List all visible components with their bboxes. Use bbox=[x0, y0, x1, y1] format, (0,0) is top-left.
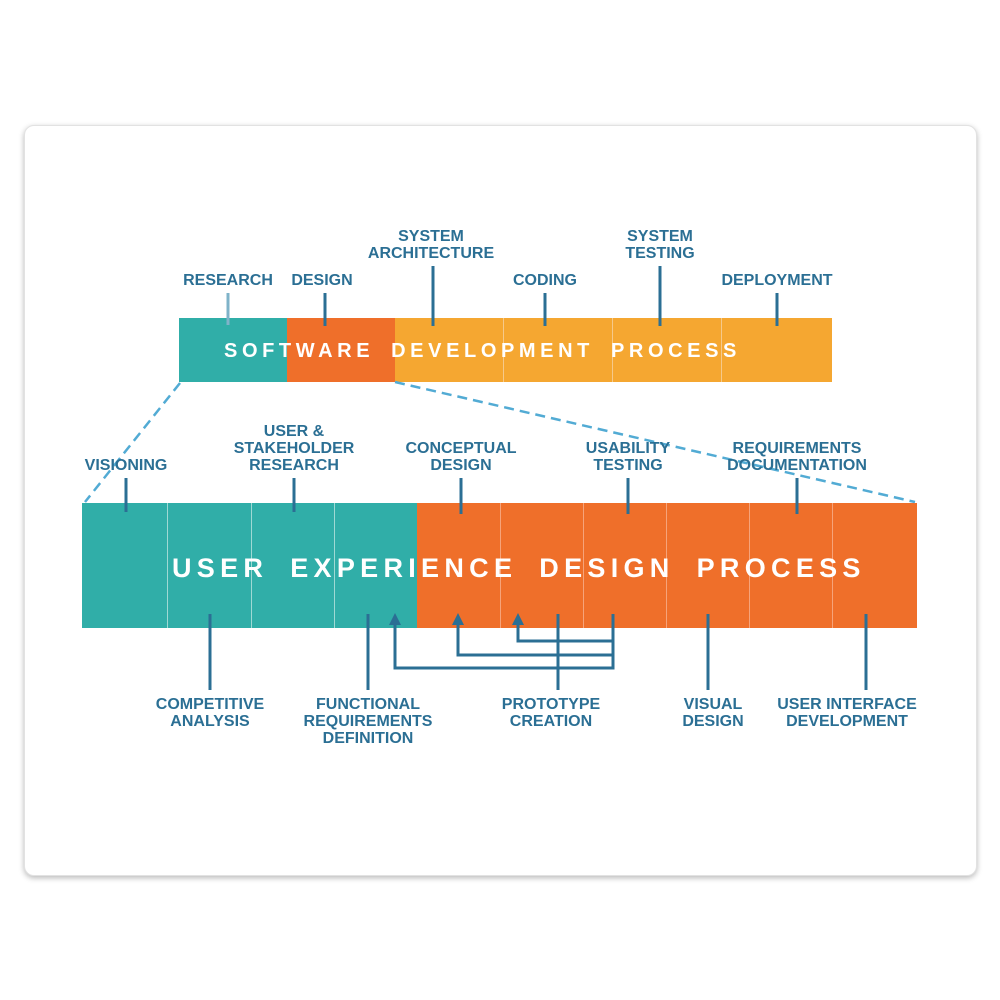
top-segment-deployment bbox=[722, 318, 832, 382]
loop-to-prototype bbox=[516, 625, 613, 643]
zoom-dash-left bbox=[84, 382, 181, 503]
ux-divider bbox=[666, 503, 667, 628]
ux-divider bbox=[334, 503, 335, 628]
label-coding: CODING bbox=[513, 272, 577, 289]
ux-segment-ui-development bbox=[833, 503, 917, 628]
top-divider bbox=[612, 318, 613, 382]
zoom-dash-right bbox=[394, 380, 916, 504]
ux-segment-competitive-analysis bbox=[168, 503, 251, 628]
label-design: DESIGN bbox=[291, 272, 353, 289]
label-user-stakeholder-research: USER & STAKEHOLDER RESEARCH bbox=[233, 423, 355, 474]
label-functional-requirements: FUNCTIONAL REQUIREMENTS DEFINITION bbox=[303, 696, 433, 747]
top-divider bbox=[721, 318, 722, 382]
top-segment-research bbox=[179, 318, 287, 382]
label-visual-design: VISUAL DESIGN bbox=[682, 696, 744, 730]
label-requirements-documentation: REQUIREMENTS DOCUMENTATION bbox=[727, 440, 867, 474]
ux-divider bbox=[500, 503, 501, 628]
label-research: RESEARCH bbox=[183, 272, 273, 289]
ux-divider bbox=[749, 503, 750, 628]
ux-segment-functional-requirements bbox=[335, 503, 417, 628]
ux-segment-prototype-creation bbox=[501, 503, 583, 628]
label-system-testing: SYSTEM TESTING bbox=[625, 228, 695, 262]
ux-segment-usability-testing bbox=[584, 503, 666, 628]
arrow-up-icon bbox=[512, 613, 524, 625]
top-segment-coding bbox=[504, 318, 612, 382]
ux-segment-visual-design bbox=[667, 503, 749, 628]
top-divider bbox=[503, 318, 504, 382]
top-segment-system-testing bbox=[613, 318, 721, 382]
loop-to-conceptual-design bbox=[456, 625, 613, 657]
ux-divider bbox=[251, 503, 252, 628]
ux-segment-visioning bbox=[82, 503, 167, 628]
label-prototype-creation: PROTOTYPE CREATION bbox=[501, 696, 601, 730]
label-usability-testing: USABILITY TESTING bbox=[585, 440, 671, 474]
label-deployment: DEPLOYMENT bbox=[721, 272, 833, 289]
label-competitive-analysis: COMPETITIVE ANALYSIS bbox=[155, 696, 265, 730]
ux-divider bbox=[583, 503, 584, 628]
label-ui-development: USER INTERFACE DEVELOPMENT bbox=[777, 696, 917, 730]
top-segment-system-architecture bbox=[395, 318, 503, 382]
ux-divider bbox=[167, 503, 168, 628]
ux-segment-requirements-documentation bbox=[750, 503, 832, 628]
label-visioning: VISIONING bbox=[84, 457, 168, 474]
ux-segment-conceptual-design bbox=[417, 503, 500, 628]
ux-segment-research bbox=[252, 503, 334, 628]
ux-divider bbox=[832, 503, 833, 628]
top-segment-design bbox=[287, 318, 395, 382]
label-system-architecture: SYSTEM ARCHITECTURE bbox=[367, 228, 495, 262]
arrow-up-icon bbox=[452, 613, 464, 625]
label-conceptual-design: CONCEPTUAL DESIGN bbox=[405, 440, 517, 474]
diagram-card bbox=[24, 125, 977, 876]
arrow-up-icon bbox=[389, 613, 401, 625]
